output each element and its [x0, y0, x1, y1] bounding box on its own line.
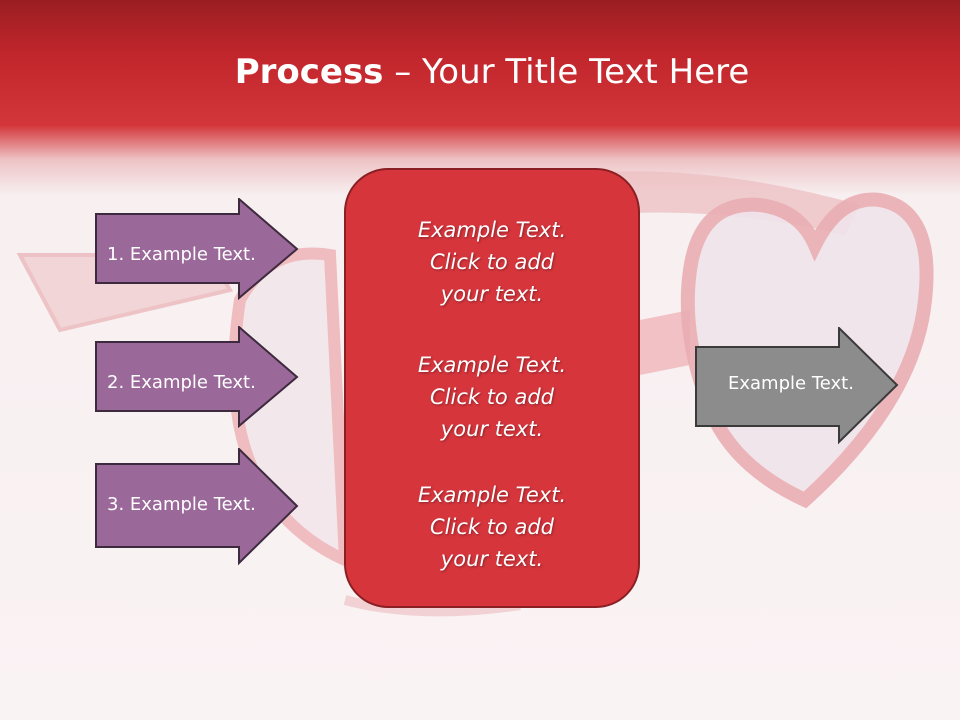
process-arrow-1[interactable]: 1. Example Text. [95, 198, 300, 300]
process-arrow-label: 1. Example Text. [107, 244, 256, 265]
block-line: Example Text. [417, 353, 567, 377]
arrow-shape [95, 448, 299, 566]
arrow-shape [695, 327, 899, 445]
process-arrow-label: 3. Example Text. [107, 494, 256, 515]
arrow-shape [95, 198, 299, 300]
block-line: Example Text. [417, 483, 567, 507]
title-rest: – Your Title Text Here [383, 52, 750, 92]
slide-title: Process – Your Title Text Here [0, 52, 960, 92]
block-line: your text. [440, 282, 544, 306]
block-line: Click to add [429, 385, 554, 409]
result-arrow[interactable]: Example Text. [695, 327, 900, 445]
process-arrow-3[interactable]: 3. Example Text. [95, 448, 300, 566]
center-text-block-2: Example Text. Click to add your text. [346, 349, 638, 445]
arrow-shape [95, 326, 299, 428]
block-line: your text. [440, 417, 544, 441]
block-line: Example Text. [417, 218, 567, 242]
title-bold: Process [234, 52, 384, 92]
result-arrow-label: Example Text. [728, 373, 854, 394]
center-content-box[interactable]: Example Text. Click to add your text. Ex… [344, 168, 640, 608]
center-text-block-3: Example Text. Click to add your text. [346, 479, 638, 575]
block-line: your text. [440, 547, 544, 571]
block-line: Click to add [429, 250, 554, 274]
process-arrow-2[interactable]: 2. Example Text. [95, 326, 300, 428]
center-text-block-1: Example Text. Click to add your text. [346, 214, 638, 310]
block-line: Click to add [429, 515, 554, 539]
process-arrow-label: 2. Example Text. [107, 372, 256, 393]
